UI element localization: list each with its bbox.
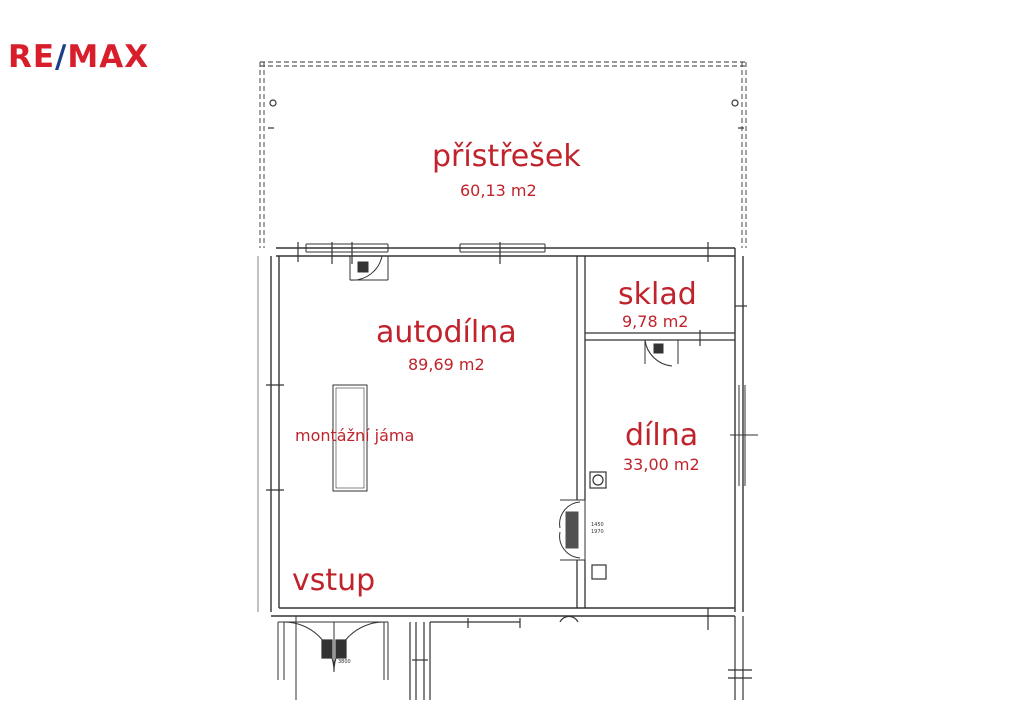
- logo-max: MAX: [67, 39, 150, 75]
- door-swing: [644, 339, 679, 367]
- window-top: [305, 243, 546, 253]
- logo-re: RE: [8, 39, 56, 75]
- room-vstup-name: vstup: [292, 563, 376, 598]
- canopy-outline: [259, 61, 747, 248]
- room-autodilna-name: autodílna: [376, 315, 517, 350]
- logo-slash: /: [55, 39, 68, 75]
- door-swing: [349, 255, 389, 281]
- assembly-pit-label: montážní jáma: [295, 426, 415, 445]
- remax-logo: RE/MAX: [8, 42, 149, 73]
- room-pristresek-name: přístřešek: [432, 139, 581, 174]
- window-right: [730, 385, 758, 486]
- room-dilna-name: dílna: [625, 418, 699, 453]
- room-sklad-name: sklad: [618, 277, 697, 312]
- room-dilna-area: 33,00 m2: [623, 455, 700, 474]
- door-height-dim: 1970: [591, 529, 604, 535]
- double-door: [559, 499, 586, 561]
- room-sklad-area: 9,78 m2: [622, 312, 689, 331]
- post-icon: [269, 99, 277, 107]
- door-width-dim: 1450: [591, 522, 604, 528]
- fixture-icon: [591, 564, 607, 580]
- partition-wall: [576, 256, 735, 608]
- room-autodilna-area: 89,69 m2: [408, 355, 485, 374]
- post-icon: [731, 99, 739, 107]
- entry-width-dim: 3800: [338, 659, 351, 665]
- room-pristresek-area: 60,13 m2: [460, 181, 537, 200]
- assembly-pit: [332, 384, 368, 492]
- sink-icon: [592, 474, 604, 486]
- entrance: [277, 615, 389, 700]
